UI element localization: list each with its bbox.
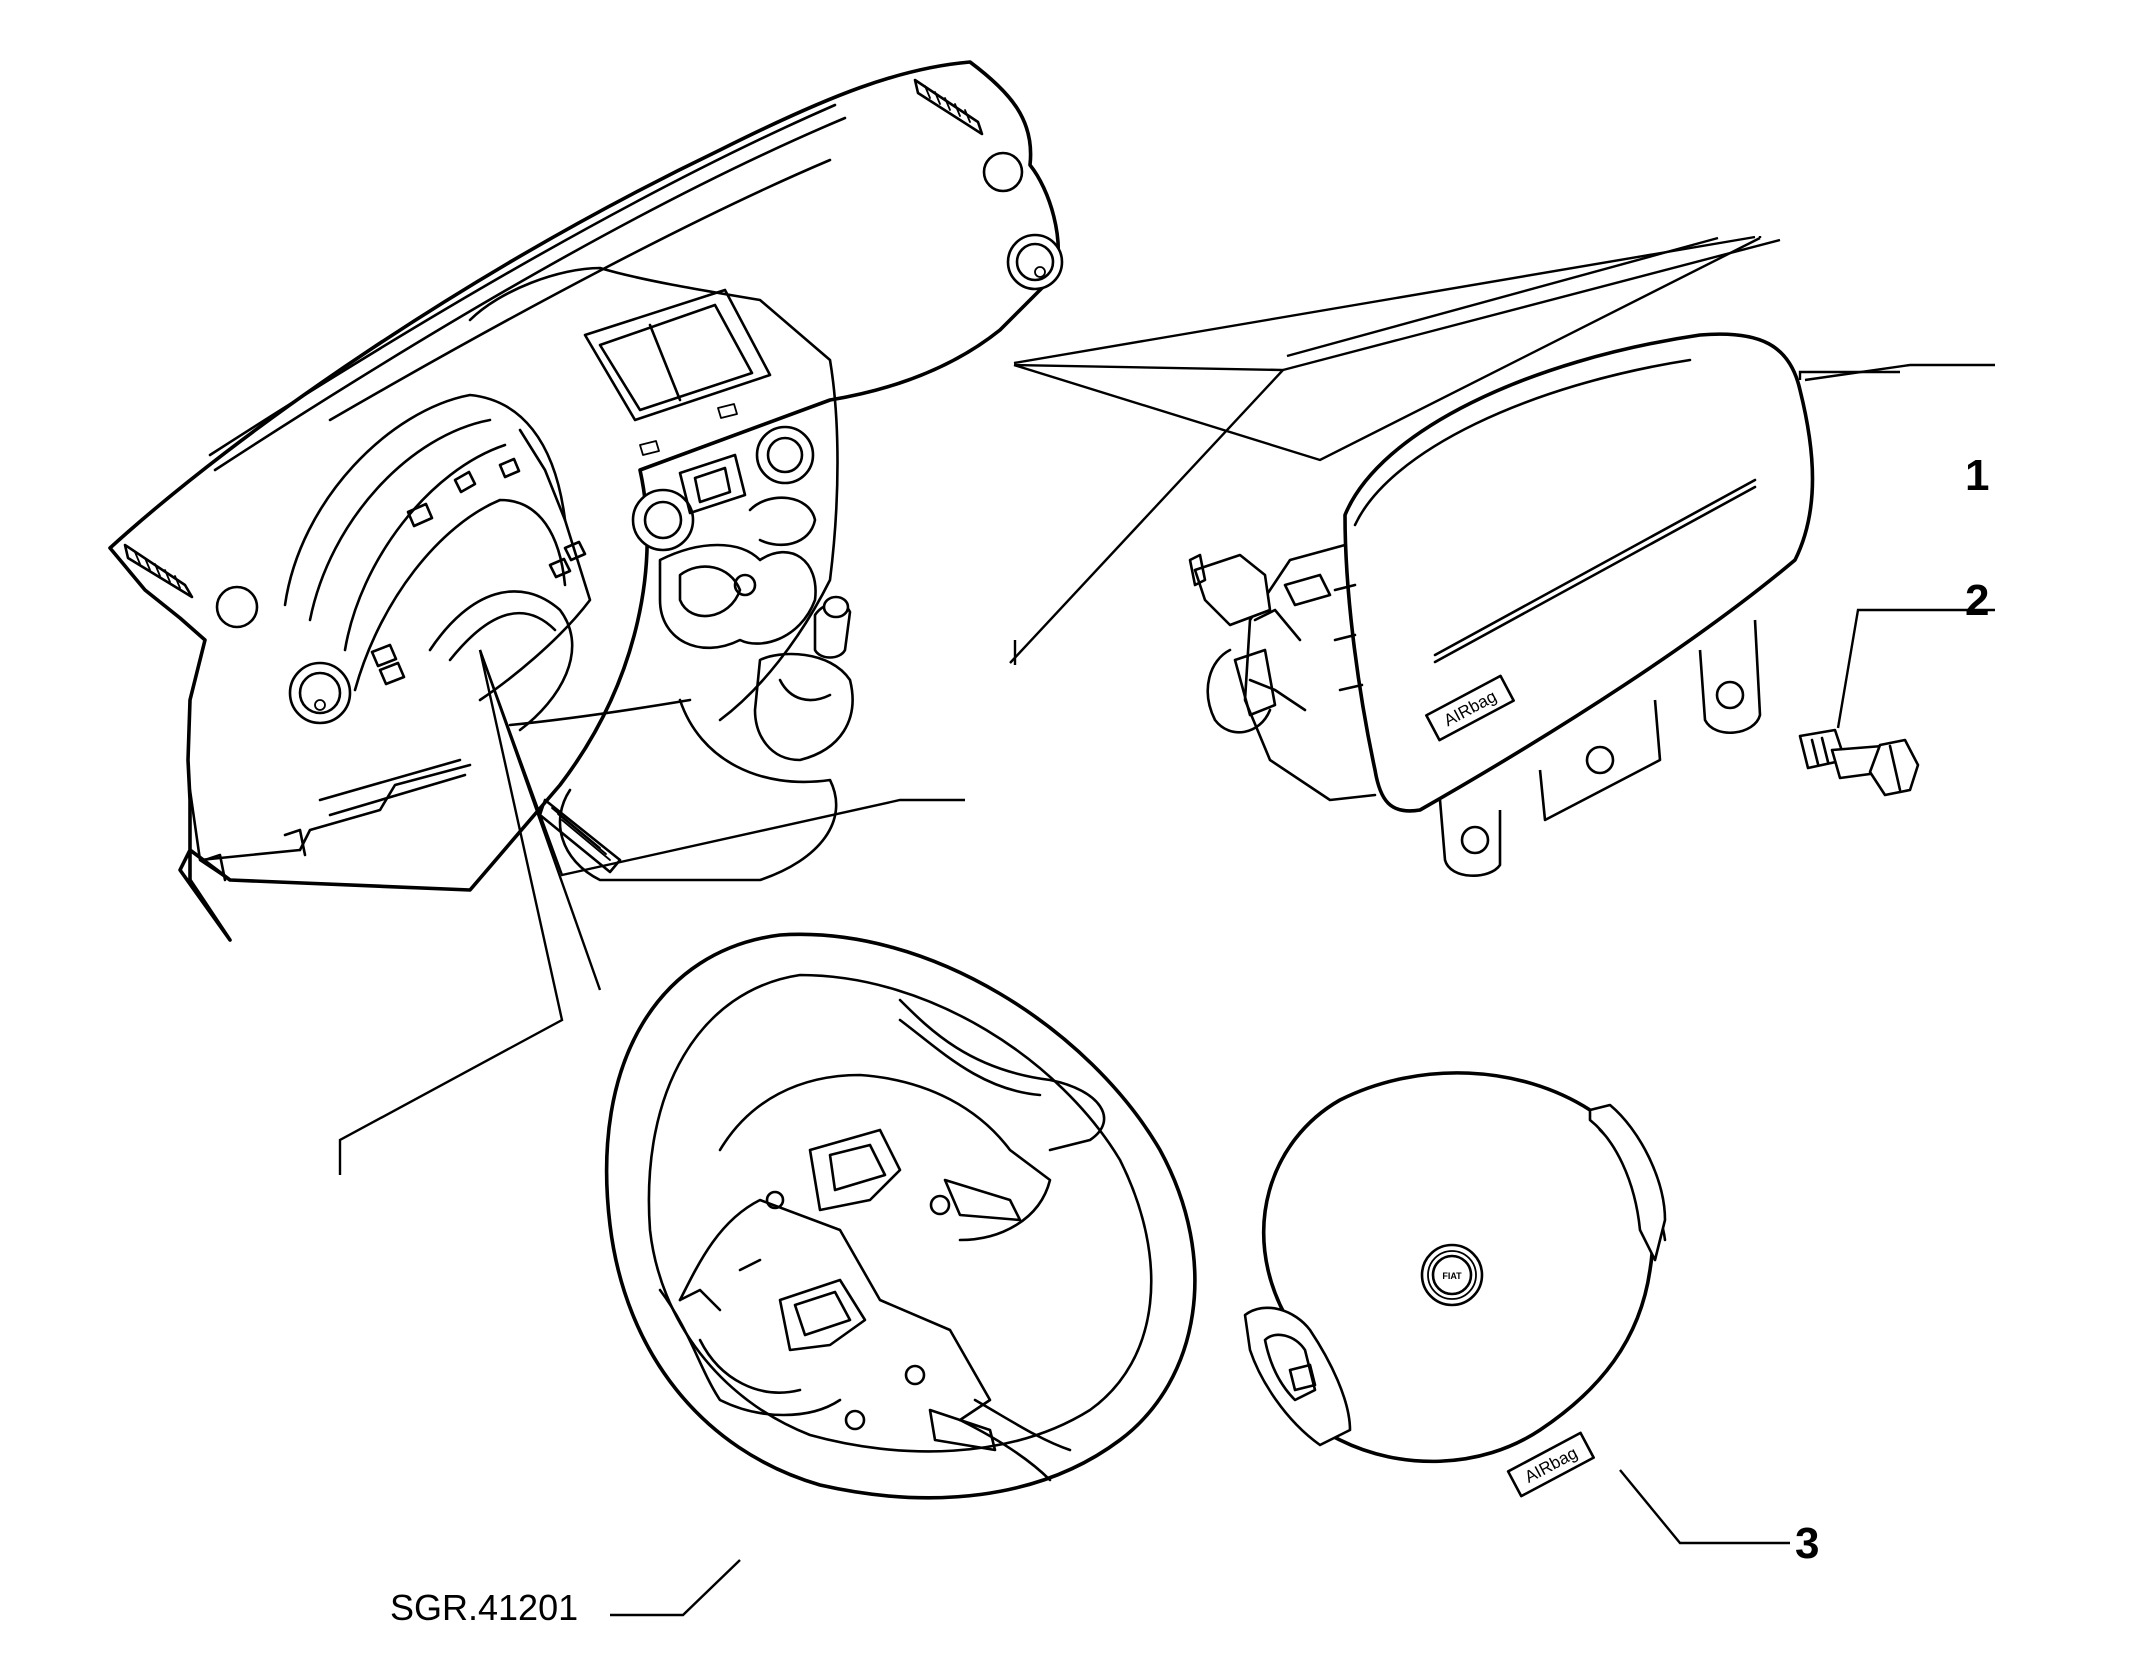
right-vent <box>913 78 984 136</box>
driver-airbag: FIAT AIRbag <box>1243 1071 1667 1498</box>
leader-lines <box>338 235 1900 1175</box>
dashboard-assembly <box>108 60 1064 942</box>
callout-2: 2 <box>1965 576 1989 625</box>
passenger-airbag: AIRbag <box>1188 332 1815 877</box>
callout-leaders <box>610 363 1995 1617</box>
cluster-clips <box>370 457 587 686</box>
diagram-reference: SGR.41201 <box>390 1587 578 1628</box>
fiat-logo-text: FIAT <box>1442 1271 1462 1281</box>
left-vent <box>123 543 194 599</box>
steering-wheel <box>604 932 1197 1500</box>
callout-1: 1 <box>1965 451 1989 500</box>
bolt <box>1798 728 1920 797</box>
passenger-airbag-label: AIRbag <box>1425 674 1515 742</box>
callout-3: 3 <box>1795 1519 1819 1568</box>
